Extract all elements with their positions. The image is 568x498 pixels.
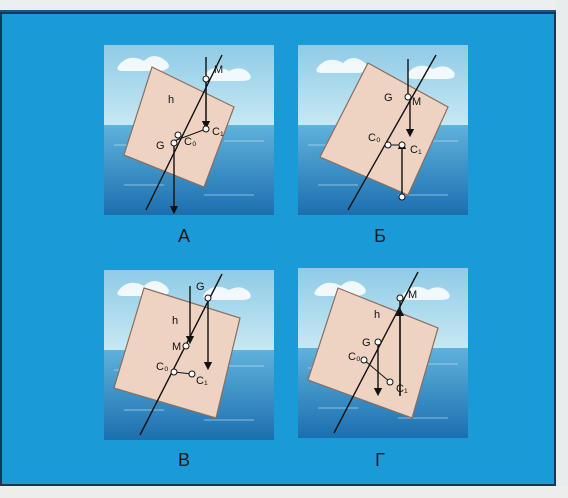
label-h: h (172, 315, 178, 327)
caption-b: Б (374, 226, 386, 246)
point-g (204, 294, 212, 302)
ship-hull (319, 62, 449, 196)
cloud (117, 56, 169, 71)
label-g: G (384, 92, 393, 104)
label-c0: C₀ (348, 351, 361, 363)
ship-hull (307, 287, 439, 419)
centerline (347, 54, 437, 211)
cloud (402, 286, 450, 300)
label-c0: C₀ (368, 132, 381, 144)
label-c1: C₁ (410, 144, 422, 156)
label-h: h (374, 309, 380, 321)
label-c1: C₁ (396, 383, 408, 395)
panel-d: M h G C₀ C₁ (298, 268, 468, 438)
point-m (182, 342, 190, 350)
centerline (145, 54, 223, 211)
point-g (170, 139, 178, 147)
figure-frame (0, 12, 556, 486)
point-c1 (188, 370, 196, 378)
label-g: G (362, 337, 371, 349)
point-bottom (398, 193, 406, 201)
panel-a: M h C₁ C₀ G (104, 45, 274, 215)
centerline (333, 271, 419, 434)
point-c1 (398, 141, 406, 149)
label-m: M (172, 341, 181, 353)
point-c1 (386, 378, 394, 386)
label-g: G (196, 281, 205, 293)
right-page-edge (556, 0, 568, 498)
cloud (316, 58, 368, 73)
top-edge-strip (0, 0, 568, 12)
cloud (407, 65, 455, 79)
label-h: h (168, 94, 174, 106)
lever (173, 128, 207, 142)
label-c1: C₁ (196, 375, 208, 387)
label-m: M (214, 64, 223, 76)
point-c0 (174, 131, 182, 139)
label-c1: C₁ (212, 126, 224, 138)
point-g (374, 338, 382, 346)
panel-c: G h M C₀ C₁ (104, 270, 274, 440)
point-m (404, 93, 412, 101)
caption-d: Г (375, 450, 385, 470)
caption-a: А (177, 226, 190, 246)
point-m (396, 294, 404, 302)
label-g: G (156, 140, 165, 152)
cloud (203, 286, 251, 300)
caption-c: В (177, 450, 190, 470)
point-m (202, 75, 210, 83)
point-c0 (170, 368, 178, 376)
lever (363, 359, 391, 383)
label-c0: C₀ (156, 361, 169, 373)
bottom-page-edge (0, 486, 568, 498)
panel-b: G M C₀ C₁ (298, 45, 468, 215)
point-c0 (360, 356, 368, 364)
point-c1 (202, 125, 210, 133)
label-m: M (412, 96, 421, 108)
cloud (203, 67, 251, 81)
label-c0: C₀ (184, 136, 197, 148)
point-c0 (384, 141, 392, 149)
label-m: M (408, 289, 417, 301)
